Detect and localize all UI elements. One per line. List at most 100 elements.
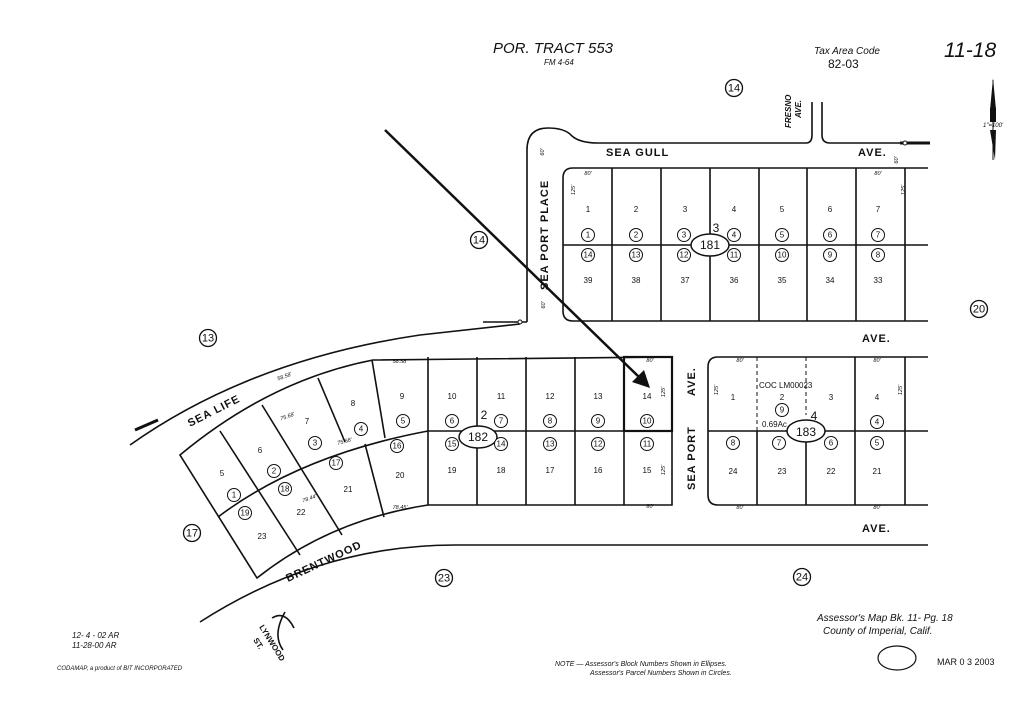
- parcel-number: 1: [586, 231, 591, 240]
- street-sea-gull: SEA GULL: [606, 147, 669, 159]
- area-circle-outline: [469, 230, 489, 250]
- parcel-circle[interactable]: 7: [871, 228, 885, 242]
- parcel-circle[interactable]: 18: [278, 482, 292, 496]
- parcel-circle-outline: [824, 436, 838, 450]
- parcel-circle-outline: [870, 436, 884, 450]
- parcel-circle-outline: [591, 414, 605, 428]
- parcel-circle[interactable]: 13: [543, 437, 557, 451]
- page-number: 11-18: [944, 39, 996, 62]
- parcel-number: 9: [596, 417, 601, 426]
- lot-number: 1: [731, 393, 736, 402]
- area-number: 13: [202, 332, 214, 344]
- dimension-label: 60': [541, 300, 547, 308]
- lot-number: 10: [448, 392, 457, 401]
- parcel-circle-outline: [278, 482, 292, 496]
- parcel-circle[interactable]: 19: [238, 506, 252, 520]
- parcel-circle-outline: [871, 248, 885, 262]
- area-circle-outline: [182, 523, 202, 543]
- parcel-number: 4: [732, 231, 737, 240]
- lot-number: 22: [827, 467, 836, 476]
- parcel-circle[interactable]: 9: [591, 414, 605, 428]
- parcel-circle[interactable]: 4: [354, 422, 368, 436]
- parcel-circle[interactable]: 6: [823, 228, 837, 242]
- svg-text:182: 182: [468, 430, 488, 444]
- parcel-circle[interactable]: 1: [581, 228, 595, 242]
- lot-number: 37: [681, 276, 690, 285]
- parcel-circle[interactable]: 3: [677, 228, 691, 242]
- parcel-circle[interactable]: 5: [396, 414, 410, 428]
- parcel-circle[interactable]: 1: [227, 488, 241, 502]
- dimension-label: 60': [894, 155, 900, 163]
- parcel-circle[interactable]: 9: [823, 248, 837, 262]
- parcel-circle[interactable]: 8: [543, 414, 557, 428]
- parcel-circle[interactable]: 11: [640, 437, 654, 451]
- dimension-label: 125': [714, 384, 720, 395]
- parcel-number: 2: [634, 231, 639, 240]
- parcel-circle[interactable]: 4: [870, 415, 884, 429]
- lot-number: 19: [448, 466, 457, 475]
- note-line-2: Assessor's Parcel Numbers Shown in Circl…: [589, 670, 732, 677]
- lot-number: 4: [732, 205, 737, 214]
- parcel-number: 5: [875, 439, 880, 448]
- area-number: 24: [796, 571, 808, 583]
- parcel-circle[interactable]: 5: [775, 228, 789, 242]
- parcel-number: 4: [359, 425, 364, 434]
- lot-number: 34: [826, 276, 835, 285]
- lot-number: 23: [258, 532, 267, 541]
- parcel-circle[interactable]: 17: [329, 456, 343, 470]
- parcel-circle-outline: [727, 228, 741, 242]
- parcel-circle[interactable]: 12: [591, 437, 605, 451]
- parcel-circle[interactable]: 4: [727, 228, 741, 242]
- parcel-circle[interactable]: 9: [775, 403, 789, 417]
- parcel-circle[interactable]: 7: [494, 414, 508, 428]
- dimension-label: 125': [661, 386, 667, 397]
- lot-number: 39: [584, 276, 593, 285]
- parcel-circle[interactable]: 13: [629, 248, 643, 262]
- parcel-number: 7: [777, 439, 782, 448]
- parcel-circle[interactable]: 10: [775, 248, 789, 262]
- parcel-circle[interactable]: 6: [445, 414, 459, 428]
- dimension-label: 80': [873, 358, 881, 364]
- lot-number: 2: [780, 393, 785, 402]
- dimension-label: 125': [898, 384, 904, 395]
- parcel-circle[interactable]: 3: [308, 436, 322, 450]
- parcel-number: 19: [241, 509, 250, 518]
- parcel-circle-outline: [677, 228, 691, 242]
- area-circle-outline: [198, 328, 218, 348]
- parcel-number: 14: [497, 440, 506, 449]
- parcel-circle[interactable]: 15: [445, 437, 459, 451]
- street-width-label: 60': [540, 147, 546, 155]
- parcel-circle[interactable]: 11: [727, 248, 741, 262]
- block-ellipse-183: 183 4: [786, 409, 826, 443]
- parcel-circle[interactable]: 12: [677, 248, 691, 262]
- parcel-circle[interactable]: 2: [267, 464, 281, 478]
- lot-number: 3: [829, 393, 834, 402]
- parcel-circle[interactable]: 16: [390, 439, 404, 453]
- lot-number: 2: [634, 205, 639, 214]
- parcel-circle[interactable]: 8: [726, 436, 740, 450]
- parcel-circle-outline: [494, 437, 508, 451]
- parcel-circle[interactable]: 7: [772, 436, 786, 450]
- lot-number: 8: [351, 399, 356, 408]
- parcel-number: 6: [828, 231, 833, 240]
- parcel-circle[interactable]: 10: [640, 414, 654, 428]
- parcel-circle-outline: [775, 403, 789, 417]
- area-circle: 17: [182, 523, 202, 543]
- parcel-circle[interactable]: 6: [824, 436, 838, 450]
- parcel-circle[interactable]: 14: [494, 437, 508, 451]
- parcel-circle-outline: [267, 464, 281, 478]
- parcel-circle[interactable]: 14: [581, 248, 595, 262]
- parcel-circle[interactable]: 8: [871, 248, 885, 262]
- parcel-circle-outline: [329, 456, 343, 470]
- parcel-circle[interactable]: 2: [629, 228, 643, 242]
- lot-number: 16: [594, 466, 603, 475]
- highlighted-parcel-14[interactable]: [622, 355, 674, 433]
- street-bottom-ave: AVE.: [862, 523, 891, 535]
- parcel-circle-outline: [823, 248, 837, 262]
- dimension-label: 80': [646, 358, 654, 364]
- dimension-label: 80': [584, 171, 592, 177]
- parcel-circle[interactable]: 5: [870, 436, 884, 450]
- parcel-circle-outline: [640, 437, 654, 451]
- parcel-number: 2: [272, 467, 277, 476]
